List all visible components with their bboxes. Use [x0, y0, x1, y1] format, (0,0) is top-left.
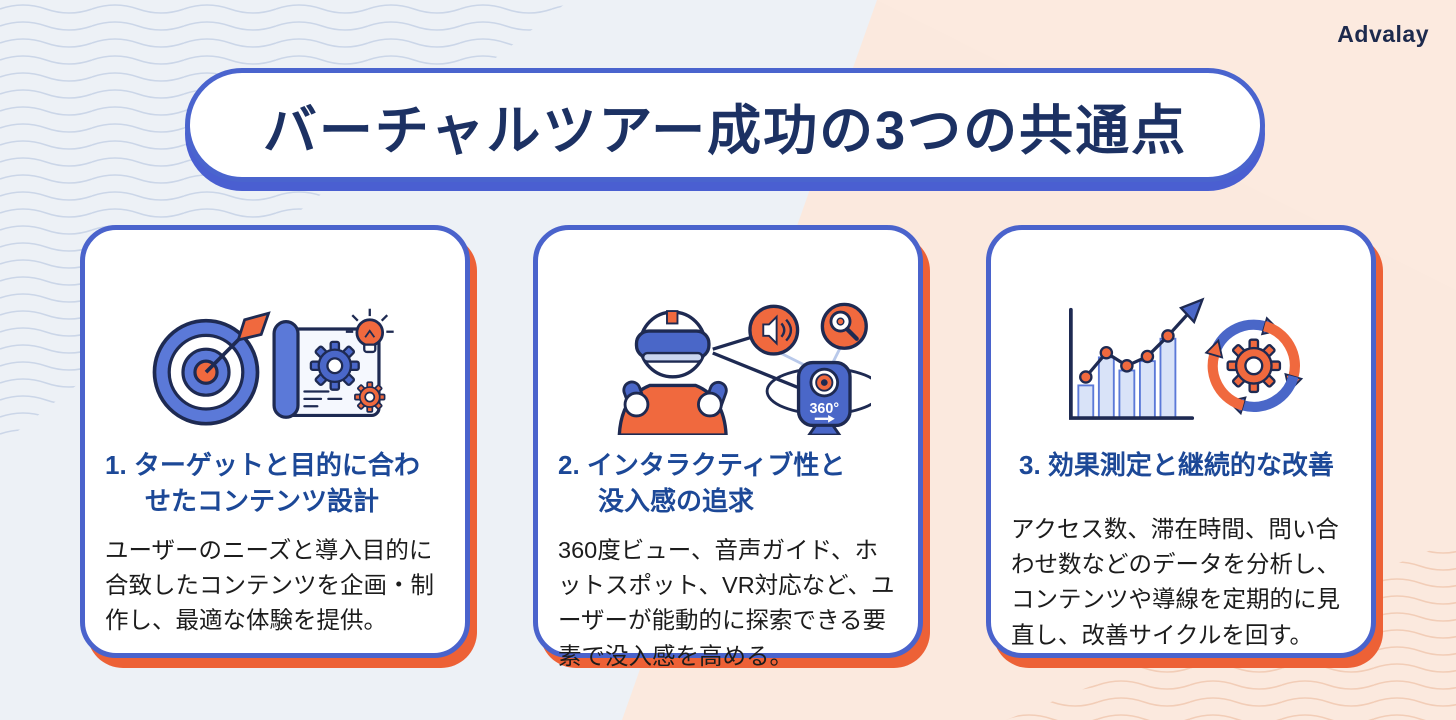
- page-title: バーチャルツアー成功の3つの共通点: [262, 100, 1188, 161]
- card-heading-line: 1. ターゲットと目的に合わ: [105, 450, 420, 480]
- card-heading-line: 3. 効果測定と継続的な改善: [1019, 450, 1334, 480]
- card-interactivity: 360°: [533, 225, 923, 669]
- card-measurement-improvement: 3. 効果測定と継続的な改善 アクセス数、滞在時間、問い合わせ数などのデータを分…: [986, 225, 1376, 658]
- card-heading: 1. ターゲットと目的に合わ せたコンテンツ設計: [85, 448, 465, 520]
- brand-logo: Advalay: [1337, 21, 1429, 47]
- vr-user-and-360-camera-icon: 360°: [585, 292, 871, 435]
- target-and-blueprint-icon: [146, 292, 404, 434]
- card-heading: 2. インタラクティブ性と 没入感の追求: [538, 448, 918, 520]
- card-content-design: 1. ターゲットと目的に合わ せたコンテンツ設計 ユーザーのニーズと導入目的に合…: [80, 225, 470, 658]
- card-heading-line: せたコンテンツ設計: [145, 485, 380, 516]
- card-body: ユーザーのニーズと導入目的に合致したコンテンツを企画・制作し、最適な体験を提供。: [105, 536, 434, 634]
- title-banner: バーチャルツアー成功の3つの共通点: [185, 68, 1265, 182]
- card-heading-line: 没入感の追求: [598, 485, 755, 516]
- camera-360-label: 360°: [809, 401, 839, 417]
- card-heading: 3. 効果測定と継続的な改善: [991, 448, 1371, 484]
- card-heading-line: 2. インタラクティブ性と: [558, 450, 846, 480]
- growth-chart-and-improvement-cycle-icon: [1050, 292, 1312, 434]
- card-row: 1. ターゲットと目的に合わ せたコンテンツ設計 ユーザーのニーズと導入目的に合…: [80, 225, 1376, 669]
- card-body: アクセス数、滞在時間、問い合わせ数などのデータを分析し、コンテンツや導線を定期的…: [1011, 515, 1340, 648]
- card-body: 360度ビュー、音声ガイド、ホットスポット、VR対応など、ユーザーが能動的に探索…: [558, 536, 895, 669]
